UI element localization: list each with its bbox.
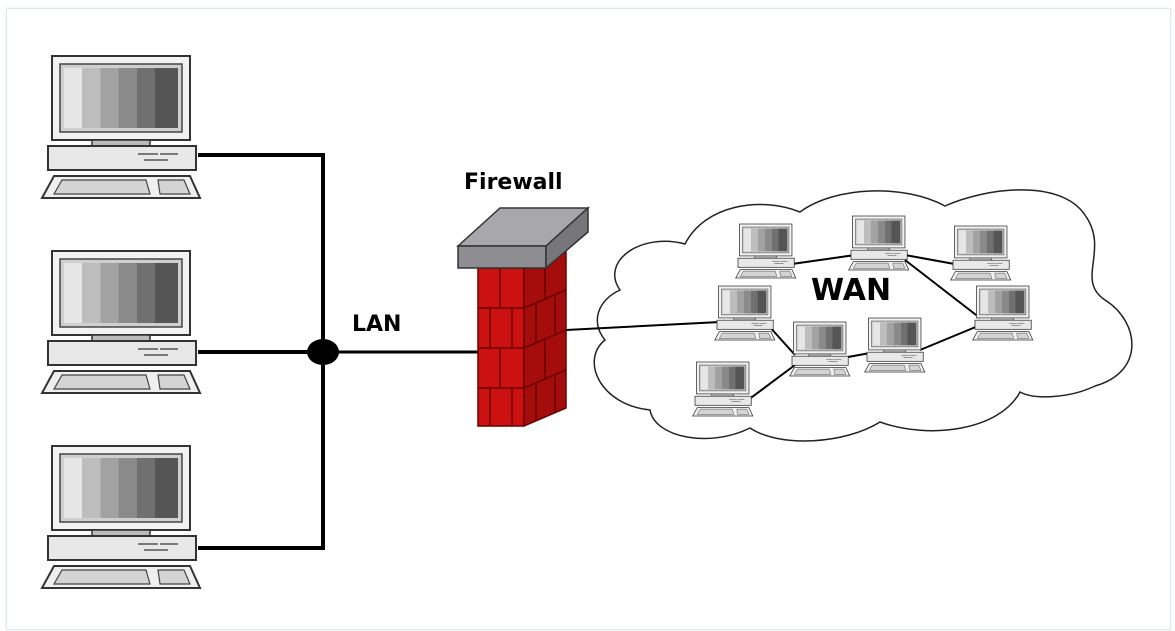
wan-links xyxy=(747,254,981,401)
wan-computer-2 xyxy=(848,215,910,271)
lan-computer-top xyxy=(41,55,201,199)
wan-computer-3 xyxy=(950,225,1012,281)
wan-label: WAN xyxy=(811,273,891,308)
wan-computer-4 xyxy=(714,285,776,341)
firewall-to-wan-cable xyxy=(565,321,721,331)
wan-computer-5 xyxy=(972,285,1034,341)
wan-computer-1 xyxy=(735,223,797,279)
hub-icon xyxy=(307,339,339,365)
lan-computer-bottom xyxy=(41,445,201,589)
lan-wiring xyxy=(198,153,482,550)
lan-computer-middle xyxy=(41,250,201,394)
firewall-label: Firewall xyxy=(464,170,563,195)
wan-computer-8 xyxy=(692,361,754,417)
firewall-icon xyxy=(456,206,590,428)
lan-label: LAN xyxy=(352,312,401,337)
wan-computer-6 xyxy=(789,321,851,377)
wan-computer-7 xyxy=(864,317,926,373)
